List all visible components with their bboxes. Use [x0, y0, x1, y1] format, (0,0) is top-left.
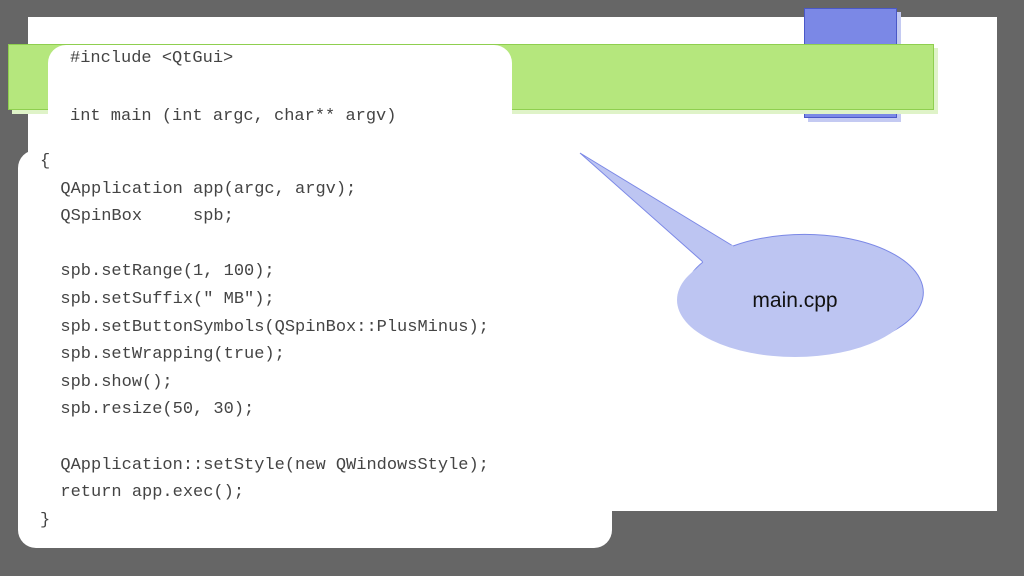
code-line: spb.setButtonSymbols(QSpinBox::PlusMinus… — [40, 317, 489, 337]
code-body-box — [18, 150, 612, 548]
code-line: QApplication::setStyle(new QWindowsStyle… — [40, 455, 489, 475]
code-line: } — [40, 510, 51, 530]
code-line-include: #include <QtGui> — [70, 49, 234, 68]
code-line: spb.show(); — [40, 372, 173, 392]
code-line: QApplication app(argc, argv); — [40, 179, 357, 199]
code-header-box — [48, 45, 512, 145]
code-line: spb.resize(50, 30); — [40, 400, 255, 420]
code-line-main: int main (int argc, char** argv) — [70, 107, 397, 126]
code-line: return app.exec(); — [40, 483, 245, 503]
code-line: spb.setWrapping(true); — [40, 345, 285, 365]
code-line: spb.setSuffix(" MB"); — [40, 290, 275, 309]
code-line: spb.setRange(1, 100); — [40, 262, 275, 282]
code-line: QSpinBox spb; — [40, 207, 234, 227]
code-line: { — [40, 152, 51, 171]
callout-label: main.cpp — [752, 289, 838, 312]
